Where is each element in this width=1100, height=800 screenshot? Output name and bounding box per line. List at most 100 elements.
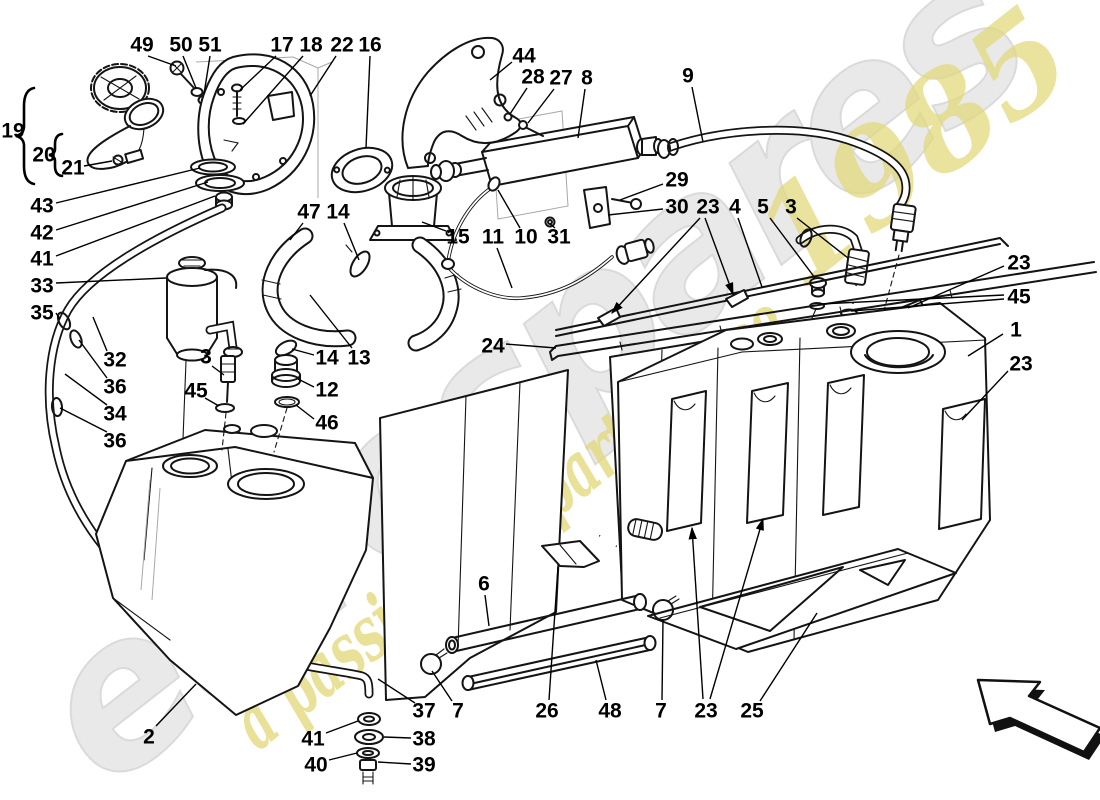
callout-46: 46 [315,412,338,435]
leader-line-7 [431,670,453,702]
callout-27: 27 [549,67,572,90]
callout-29: 29 [665,169,688,192]
callout-45: 45 [1007,286,1031,309]
filler-hoses [261,227,462,357]
callout-51: 51 [198,34,222,57]
flange-gasket [330,146,394,194]
callout-25: 25 [740,700,764,723]
callout-50: 50 [169,34,192,57]
leader-line-23 [961,370,1009,421]
callout-8: 8 [581,67,593,90]
leader-line-37 [377,678,416,704]
leader-line-21 [83,160,113,167]
leader-line-43 [55,167,201,204]
callout-14: 14 [315,347,339,370]
leader-line-28 [509,87,528,115]
leader-line-30 [607,208,664,216]
callout-47: 47 [297,201,320,224]
left-tank [95,424,374,716]
leader-line-23 [907,265,1005,309]
leader-line-51 [203,55,211,95]
leader-line-31 [549,223,556,229]
cap-cable [86,125,145,170]
leader-line-50 [182,55,197,89]
callout-26: 26 [535,700,558,723]
callout-12: 12 [315,379,338,402]
callout-33: 33 [30,275,53,298]
hose-9 [657,125,917,319]
callout-1: 1 [1010,319,1022,342]
leader-line-45 [850,298,1005,312]
brace-20 [48,132,64,178]
leader-line-8 [577,88,586,139]
leader-line-39 [377,761,412,765]
leader-line-18 [242,55,304,125]
leader-line-16 [365,55,371,149]
callout-23: 23 [694,700,717,723]
leader-line-44 [489,61,513,81]
leader-line-2 [155,683,197,727]
callout-7: 7 [452,700,464,723]
filler-neck [369,175,457,241]
leader-line-41 [325,720,359,734]
callout-7: 7 [655,700,667,723]
leader-line-4 [737,217,763,288]
leader-line-23 [704,217,734,296]
callout-37: 37 [412,700,435,723]
leader-line-42 [55,181,209,231]
callout-16: 16 [358,34,381,57]
leader-line-45 [204,397,220,407]
cap-seal-ring [123,97,165,131]
callout-41: 41 [30,248,54,271]
leader-line-5 [769,217,816,279]
callout-18: 18 [299,34,323,57]
leader-line-34 [64,373,108,406]
housing-bolt [231,83,246,125]
leader-line-23 [688,526,704,700]
callout-41: 41 [301,728,325,751]
callout-31: 31 [547,226,571,249]
leader-line-3 [796,217,849,259]
callout-43: 43 [30,195,53,218]
leader-line-9 [691,86,704,143]
leader-line-29 [619,183,664,201]
callout-10: 10 [514,226,537,249]
leader-line-14 [343,222,360,261]
callout-39: 39 [412,754,435,777]
support-plate [647,548,957,650]
callout-22: 22 [330,34,353,57]
fuel-sender [166,256,238,466]
leader-line-15 [421,221,447,232]
leader-line-32 [92,316,108,352]
leader-line-6 [484,594,490,627]
callout-20: 20 [32,144,55,167]
leader-line-33 [55,277,167,284]
callout-3: 3 [785,196,797,219]
callout-9: 9 [682,65,694,88]
callout-24: 24 [481,335,505,358]
callout-6: 6 [478,573,490,596]
callout-3: 3 [200,346,212,369]
leader-line-14 [291,348,315,356]
callout-21: 21 [61,157,85,180]
leader-line-7 [661,619,664,701]
drain-hose [44,203,374,699]
leader-line-45 [819,294,1005,305]
callout-11: 11 [482,226,505,249]
callout-38: 38 [412,728,436,751]
leader-line-17 [239,55,277,91]
callout-48: 48 [598,700,622,723]
leader-line-24 [505,343,557,349]
callout-5: 5 [757,196,769,219]
callout-19: 19 [1,120,24,143]
leader-line-10 [497,189,521,229]
fuel-pipe-11 [441,176,655,301]
filler-housing [197,53,316,196]
direction-arrow-icon [976,678,1100,760]
leader-line-36 [78,339,108,379]
leader-line-36 [59,407,108,433]
callout-45: 45 [184,380,208,403]
